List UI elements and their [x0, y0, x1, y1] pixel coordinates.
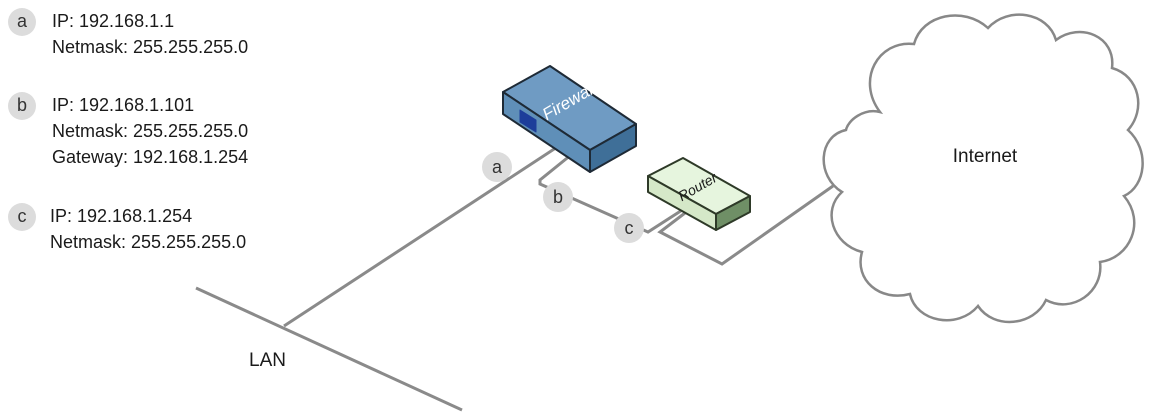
legend-badge-a: a: [8, 8, 36, 36]
firewall-device: [502, 65, 637, 173]
legend-b-netmask: Netmask: 255.255.255.0: [52, 121, 249, 141]
router-side: [715, 195, 751, 231]
legend-b-ip: IP: 192.168.1.101: [52, 95, 195, 115]
marker-c-circle: [614, 213, 644, 243]
firewall-side: [589, 123, 637, 173]
router-device: [647, 157, 751, 231]
marker-a-circle: [482, 152, 512, 182]
lan-label: LAN: [249, 350, 286, 371]
legend-badge-b: b: [8, 92, 36, 120]
legend-c-netmask: Netmask: 255.255.255.0: [50, 232, 247, 252]
marker-b-label: b: [553, 187, 563, 207]
cable-router-internet: [657, 184, 834, 266]
legend-c-ip: IP: 192.168.1.254: [50, 206, 193, 226]
marker-c-label: c: [625, 218, 634, 238]
cable-lan-firewall: [283, 134, 575, 328]
cable-firewall-router: [538, 144, 691, 234]
legend-b-gateway: Gateway: 192.168.1.254: [52, 147, 249, 167]
firewall-port: [519, 109, 537, 133]
legend-a-ip: IP: 192.168.1.1: [52, 11, 175, 31]
legend-a-netmask: Netmask: 255.255.255.0: [52, 37, 249, 57]
lan-cable: [195, 286, 463, 412]
internet-cloud: [822, 13, 1144, 323]
internet-label: Internet: [953, 146, 1018, 167]
marker-a-label: a: [492, 157, 503, 177]
marker-b-circle: [543, 182, 573, 212]
legend-badge-c: c: [8, 203, 36, 231]
